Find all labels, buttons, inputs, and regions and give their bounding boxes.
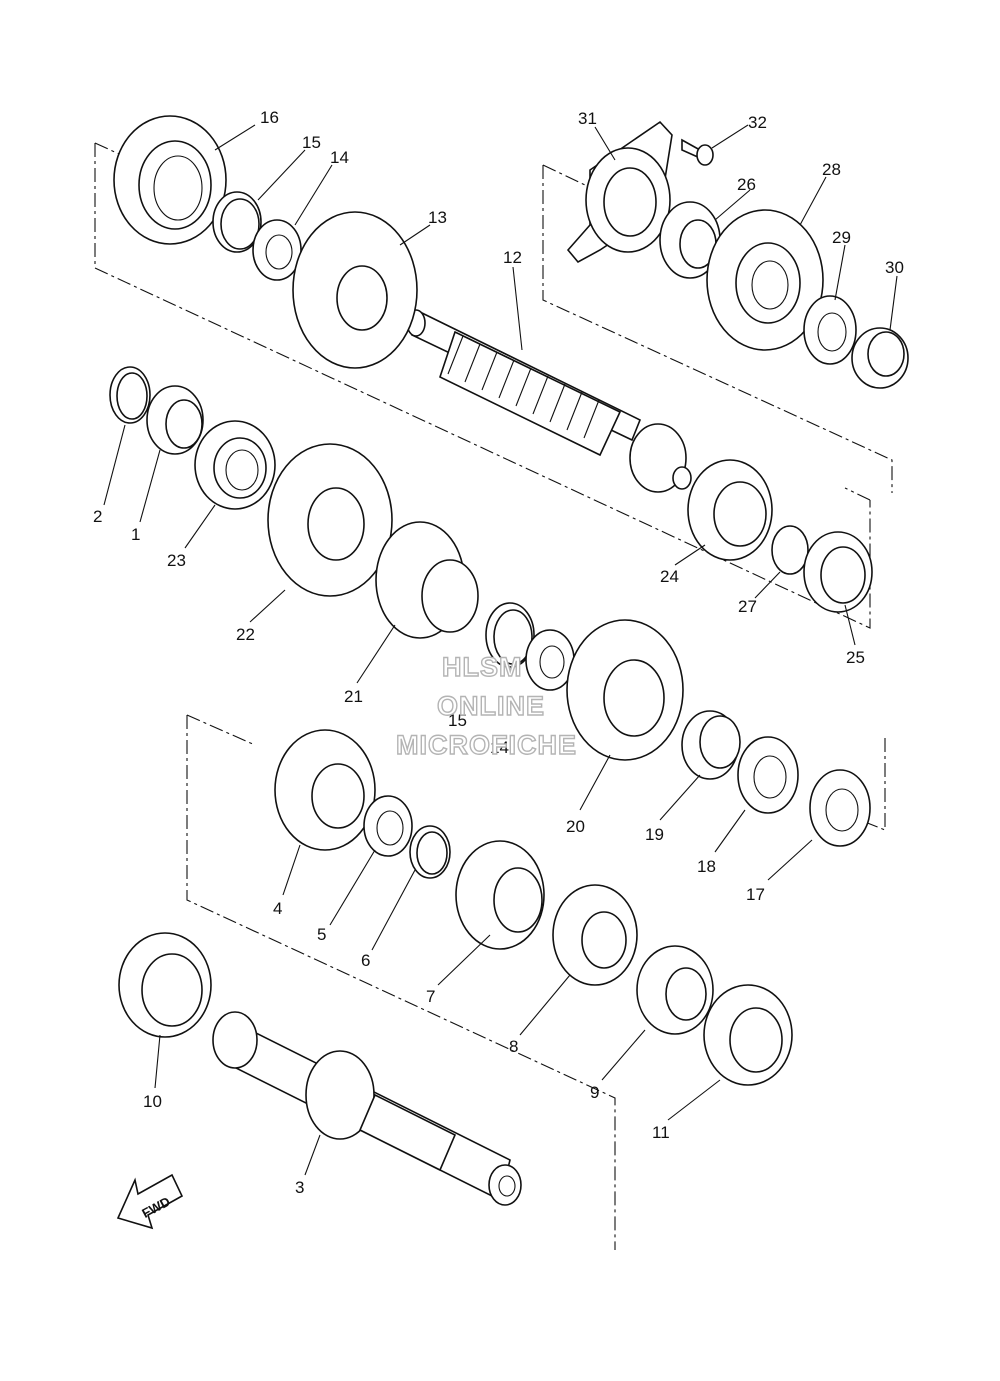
watermark-line-2: ONLINE <box>437 691 545 721</box>
bracket-31 <box>566 120 673 264</box>
gear-21 <box>375 521 479 639</box>
label-15: 15 <box>302 133 321 152</box>
gear-13 <box>292 211 418 369</box>
label-22: 22 <box>236 625 255 644</box>
label-13: 13 <box>428 208 447 227</box>
watermark: HLSM ONLINE MICROFICHE <box>395 651 577 760</box>
label-32: 32 <box>748 113 767 132</box>
seal-25 <box>803 531 873 613</box>
label-7: 7 <box>426 987 435 1006</box>
washer-17 <box>809 769 871 847</box>
bearing-24 <box>687 459 773 561</box>
collar-26 <box>659 201 721 279</box>
collar-1 <box>146 385 204 455</box>
shaft-3 <box>212 1011 522 1206</box>
gear-8 <box>552 884 638 986</box>
nut-30 <box>851 327 909 389</box>
label-2: 2 <box>93 507 102 526</box>
washer-14-mid <box>525 629 575 691</box>
leader-lines <box>103 124 898 1176</box>
label-14-mid: 14 <box>490 738 509 757</box>
label-3: 3 <box>295 1178 304 1197</box>
label-31: 31 <box>578 109 597 128</box>
gear-9 <box>636 945 714 1035</box>
washer-14-top <box>252 219 302 281</box>
gear-4 <box>274 729 376 851</box>
bushing-19 <box>681 710 741 780</box>
washer-18 <box>737 736 799 814</box>
label-10: 10 <box>143 1092 162 1111</box>
label-24: 24 <box>660 567 679 586</box>
gear-22 <box>267 443 393 597</box>
fwd-arrow-icon: FWD <box>116 1173 184 1230</box>
label-4: 4 <box>273 899 282 918</box>
label-23: 23 <box>167 551 186 570</box>
label-27: 27 <box>738 597 757 616</box>
label-9: 9 <box>590 1083 599 1102</box>
label-8: 8 <box>509 1037 518 1056</box>
label-21: 21 <box>344 687 363 706</box>
label-5: 5 <box>317 925 326 944</box>
label-20: 20 <box>566 817 585 836</box>
label-14: 14 <box>330 148 349 167</box>
bearing-10 <box>118 932 212 1038</box>
gear-16 <box>113 115 227 245</box>
watermark-line-3: MICROFICHE <box>396 730 577 760</box>
label-15-mid: 15 <box>448 711 467 730</box>
circlip-15-mid <box>485 602 535 668</box>
bearing-23 <box>194 420 276 510</box>
label-18: 18 <box>697 857 716 876</box>
label-25: 25 <box>846 648 865 667</box>
label-19: 19 <box>645 825 664 844</box>
circlip-2 <box>109 366 151 424</box>
circlip-15-top <box>212 191 262 253</box>
label-16: 16 <box>260 108 279 127</box>
plate-28 <box>706 209 824 351</box>
label-26: 26 <box>737 175 756 194</box>
bolt-32 <box>681 138 714 166</box>
label-1: 1 <box>131 525 140 544</box>
label-17: 17 <box>746 885 765 904</box>
label-29: 29 <box>832 228 851 247</box>
bearing-11 <box>703 984 793 1086</box>
label-12: 12 <box>503 248 522 267</box>
shaft-12 <box>406 309 692 493</box>
gear-7 <box>455 840 545 950</box>
circlip-6 <box>409 825 451 879</box>
part-labels: 16 15 14 13 12 31 32 26 28 29 30 2 1 23 … <box>93 108 904 1197</box>
washer-5 <box>363 795 413 857</box>
gear-20 <box>566 619 684 761</box>
o-ring-27 <box>771 525 809 575</box>
label-6: 6 <box>361 951 370 970</box>
washer-29 <box>803 295 857 365</box>
watermark-line-1: HLSM <box>442 652 523 682</box>
label-28: 28 <box>822 160 841 179</box>
label-30: 30 <box>885 258 904 277</box>
label-11: 11 <box>652 1123 670 1142</box>
